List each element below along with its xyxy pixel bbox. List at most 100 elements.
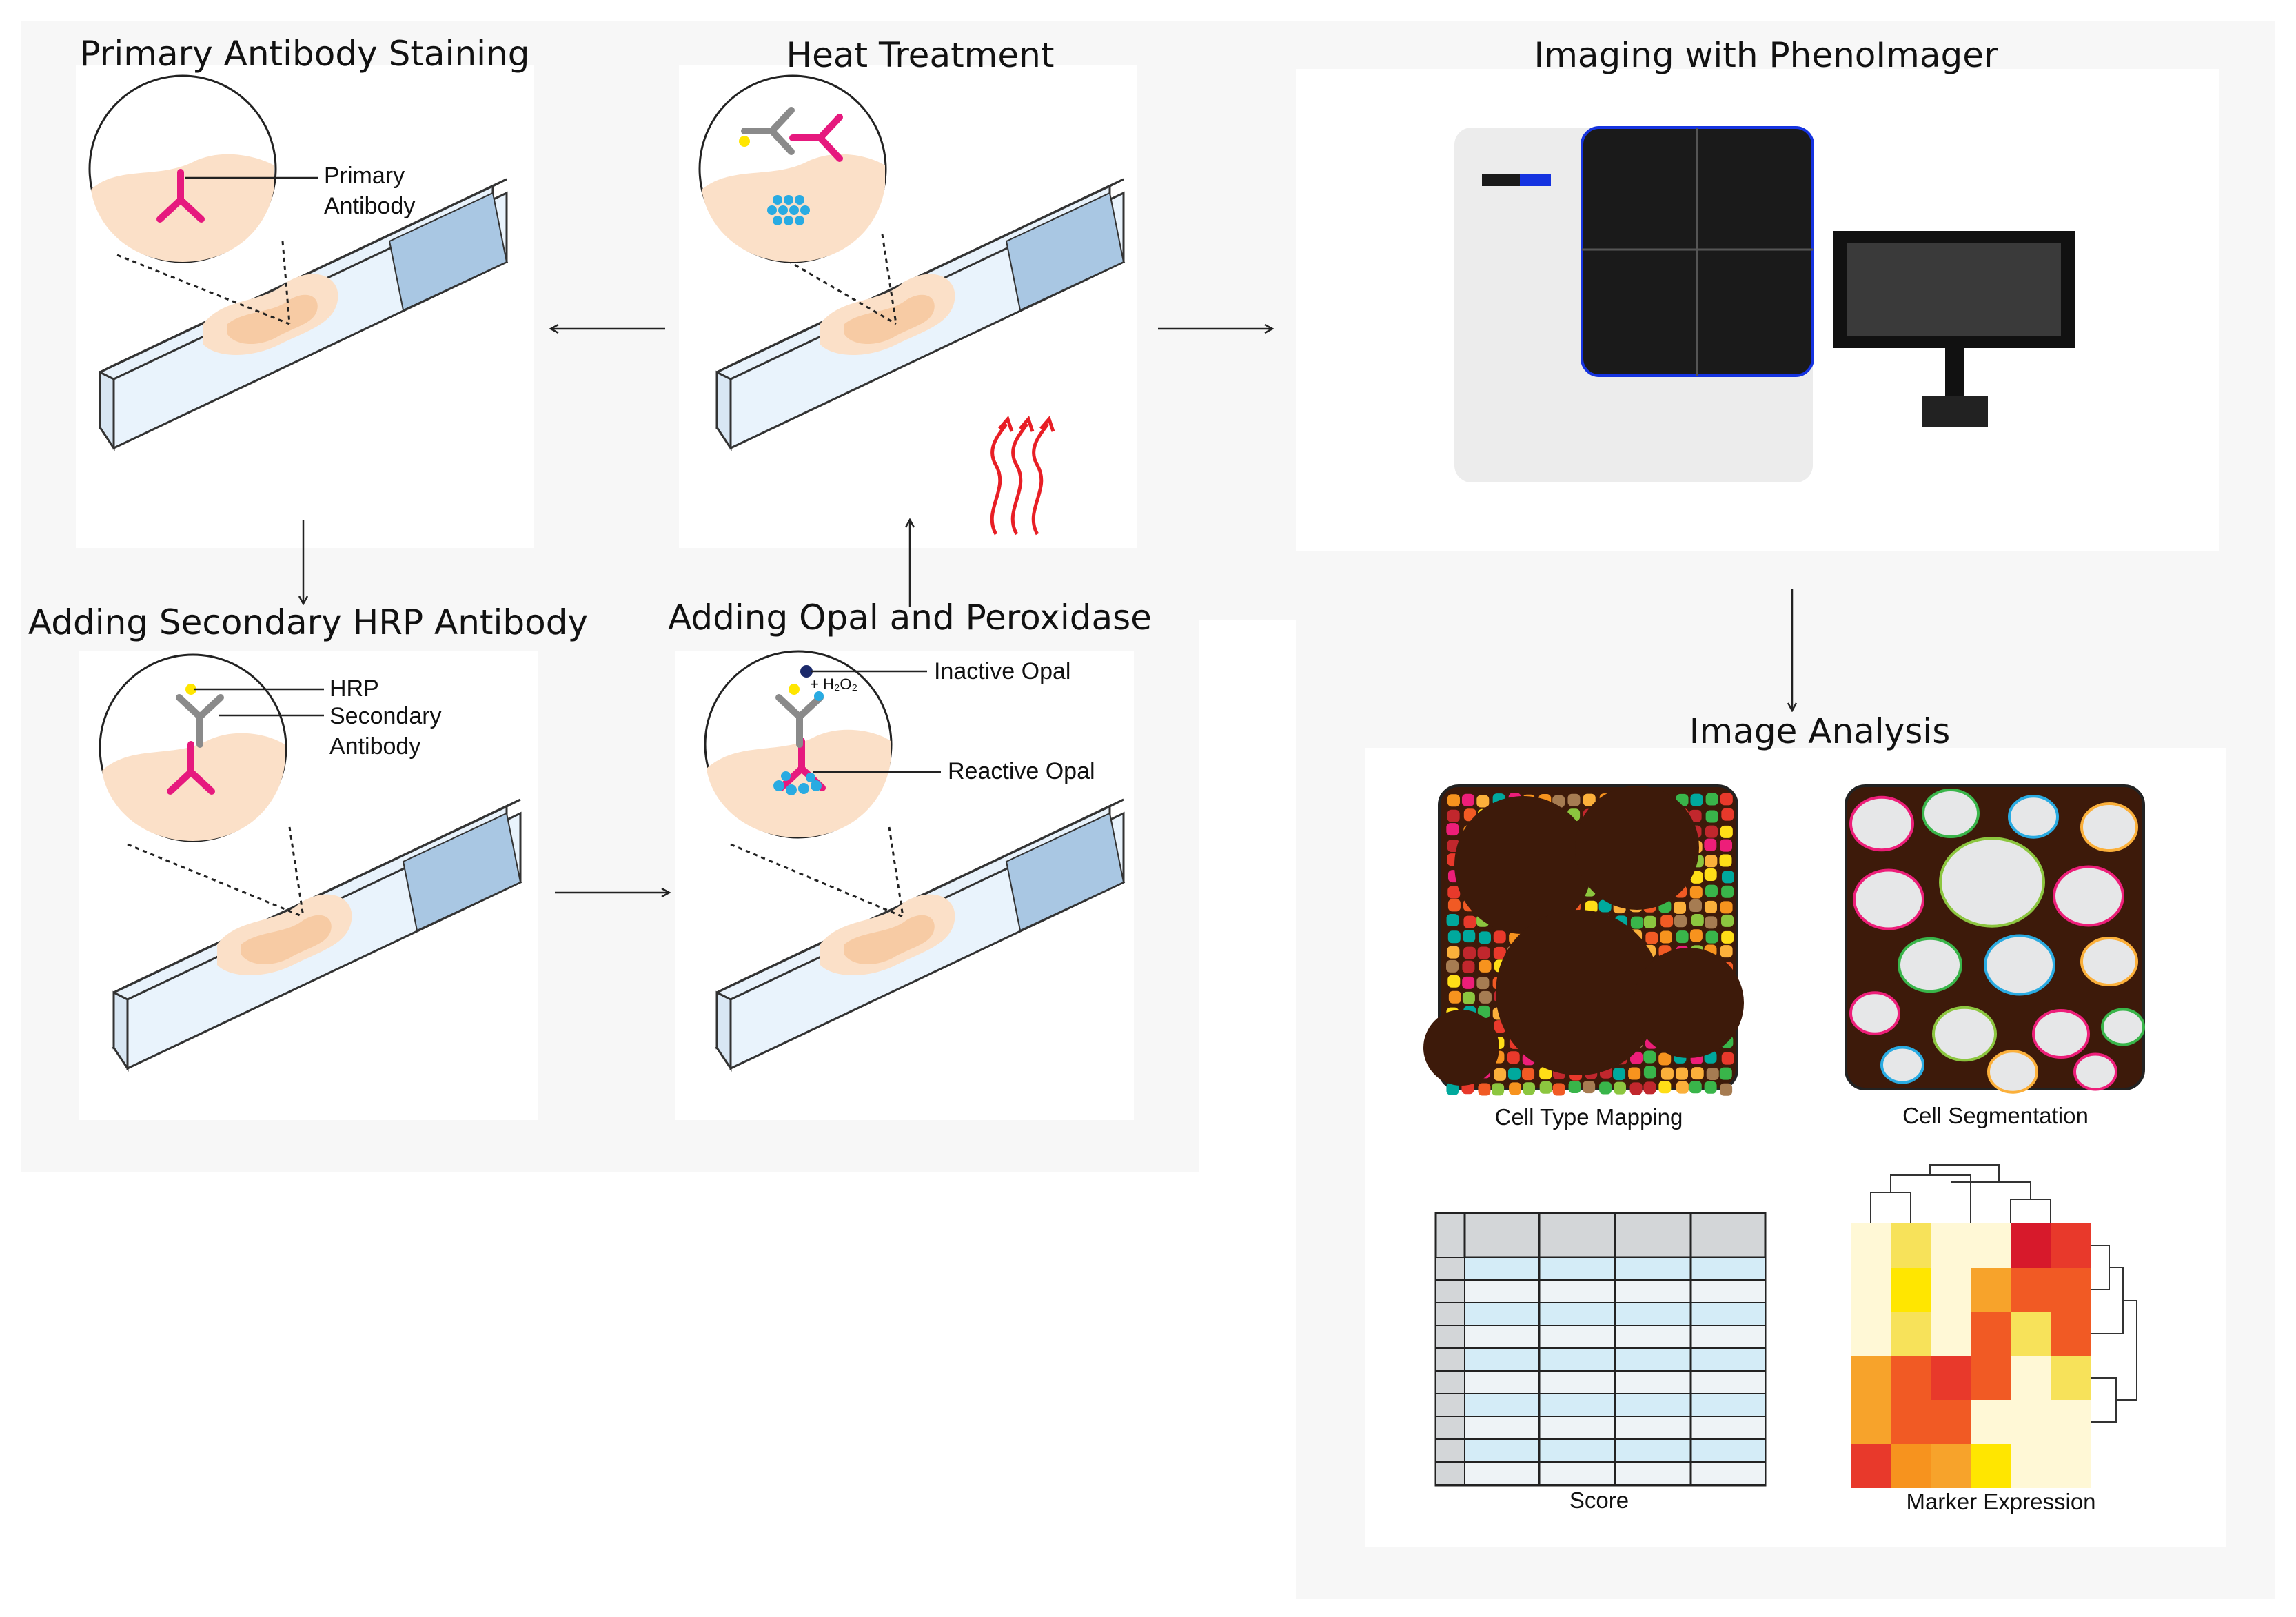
- heatmap-cell: [2011, 1356, 2051, 1400]
- cell-type-cell: [1691, 914, 1704, 927]
- cell-type-cell: [1705, 810, 1718, 823]
- cell-type-cell: [1719, 1067, 1732, 1080]
- secondary-label-1: Secondary: [329, 703, 442, 729]
- cell-type-map-image: [1423, 784, 1744, 1096]
- cell-type-cell: [1613, 1068, 1626, 1081]
- heatmap-cell: [1931, 1400, 1971, 1444]
- secondary-illustration: [99, 653, 522, 1070]
- score-table-row-header: [1435, 1257, 1465, 1281]
- cell-type-cell: [1704, 900, 1717, 913]
- heatmap-cell: [1851, 1356, 1891, 1400]
- cell-type-cell: [1704, 868, 1717, 882]
- score-table-image: [1434, 1212, 1767, 1487]
- inactive-opal-label: Inactive Opal: [934, 658, 1070, 684]
- cell-type-cell: [1446, 914, 1459, 927]
- score-table-row-header: [1435, 1461, 1465, 1485]
- cell-type-cell: [1720, 793, 1733, 806]
- cell-type-cell: [1479, 931, 1492, 944]
- cell-type-cell: [1462, 960, 1475, 973]
- cell-type-cell: [1539, 1081, 1552, 1094]
- segmented-cell: [2008, 795, 2059, 839]
- caption-score: Score: [1569, 1487, 1629, 1513]
- heat-illustration: [698, 74, 1125, 536]
- title-analysis: Image Analysis: [1689, 711, 1951, 751]
- score-table-row-header: [1435, 1348, 1465, 1372]
- caption-cell-segmentation: Cell Segmentation: [1902, 1103, 2089, 1128]
- cell-type-cell: [1567, 793, 1581, 806]
- cell-type-cell: [1705, 916, 1718, 929]
- caption-marker-expression: Marker Expression: [1906, 1489, 2095, 1514]
- heatmap-cell: [1931, 1356, 1971, 1400]
- cell-type-cell: [1658, 1081, 1672, 1094]
- cell-type-cell: [1523, 1082, 1536, 1095]
- title-secondary: Adding Secondary HRP Antibody: [28, 602, 588, 642]
- marker-expression-heatmap: [1851, 1164, 2137, 1488]
- score-table-row-header: [1435, 1438, 1465, 1463]
- flow-arrows: [303, 329, 1792, 893]
- segmented-cell: [1932, 1006, 1997, 1062]
- cell-type-cell: [1479, 990, 1492, 1004]
- cell-type-cell: [1721, 808, 1734, 821]
- segmented-cell: [1853, 868, 1924, 930]
- heatmap-cell: [1931, 1268, 1971, 1312]
- heatmap-cell: [2011, 1400, 2051, 1444]
- cell-type-cell: [1446, 823, 1459, 836]
- heatmap-cell: [1971, 1223, 2011, 1268]
- cell-type-cell: [1691, 1067, 1704, 1080]
- heatmap-cell: [1971, 1444, 2011, 1488]
- cell-type-cell: [1463, 946, 1476, 959]
- dendrogram-branch: [2116, 1300, 2137, 1401]
- cell-type-cell: [1720, 901, 1733, 914]
- heatmap-cell: [2011, 1312, 2051, 1356]
- heatmap-cell: [1891, 1444, 1931, 1488]
- title-heat: Heat Treatment: [786, 35, 1055, 75]
- caption-cell-type-mapping: Cell Type Mapping: [1495, 1104, 1683, 1130]
- segmented-cell: [2073, 1052, 2117, 1091]
- heatmap-cell: [1891, 1312, 1931, 1356]
- cell-type-cell: [1447, 886, 1461, 899]
- cell-type-cell: [1720, 1083, 1733, 1096]
- cell-type-cell: [1720, 825, 1733, 838]
- cell-type-cell: [1493, 946, 1506, 959]
- cell-type-cell: [1447, 809, 1460, 822]
- cell-type-cell: [1447, 930, 1461, 944]
- segmented-cell: [1922, 789, 1980, 838]
- heatmap-cell: [2051, 1356, 2091, 1400]
- cell-type-cell: [1643, 1081, 1656, 1095]
- heatmap-cell: [1851, 1268, 1891, 1312]
- cell-type-cell: [1477, 946, 1490, 959]
- segmented-cell: [2080, 937, 2138, 986]
- cell-type-cell: [1705, 825, 1718, 838]
- heatmap-cell: [1891, 1356, 1931, 1400]
- opal-hrp-icon: [789, 684, 800, 695]
- segmented-cell: [2080, 802, 2138, 852]
- primary-illustration: [88, 74, 508, 449]
- cell-type-cell: [1476, 795, 1490, 808]
- reactive-opal-icon: [773, 771, 822, 795]
- heatmap-cell: [2011, 1223, 2051, 1268]
- heatmap-cell: [1851, 1312, 1891, 1356]
- cell-type-cell: [1583, 1081, 1596, 1094]
- cell-type-cell: [1689, 1081, 1702, 1094]
- cell-type-cell: [1509, 1082, 1522, 1095]
- cell-type-cell: [1585, 900, 1598, 913]
- heatmap-cell: [1971, 1312, 2011, 1356]
- cell-type-cell: [1630, 1051, 1643, 1064]
- heatmap-cell: [1971, 1400, 2011, 1444]
- cell-type-cell: [1461, 793, 1474, 806]
- cell-type-cell: [1447, 899, 1461, 912]
- heatmap-cell: [1891, 1268, 1931, 1312]
- cell-type-cell: [1479, 959, 1492, 973]
- cell-type-cell: [1689, 899, 1702, 912]
- cell-type-cell: [1689, 886, 1703, 899]
- cell-type-cell: [1446, 1082, 1459, 1095]
- cell-type-cell: [1676, 930, 1689, 944]
- cell-type-cell: [1493, 930, 1506, 944]
- cell-type-cell: [1660, 1067, 1674, 1080]
- inactive-opal-icon: [800, 665, 813, 678]
- cell-type-cell: [1630, 916, 1643, 929]
- cell-type-cell: [1522, 1068, 1535, 1081]
- segmented-cell: [1849, 795, 1914, 852]
- heat-waves-icon: [990, 416, 1055, 536]
- segmented-cell: [2053, 865, 2124, 927]
